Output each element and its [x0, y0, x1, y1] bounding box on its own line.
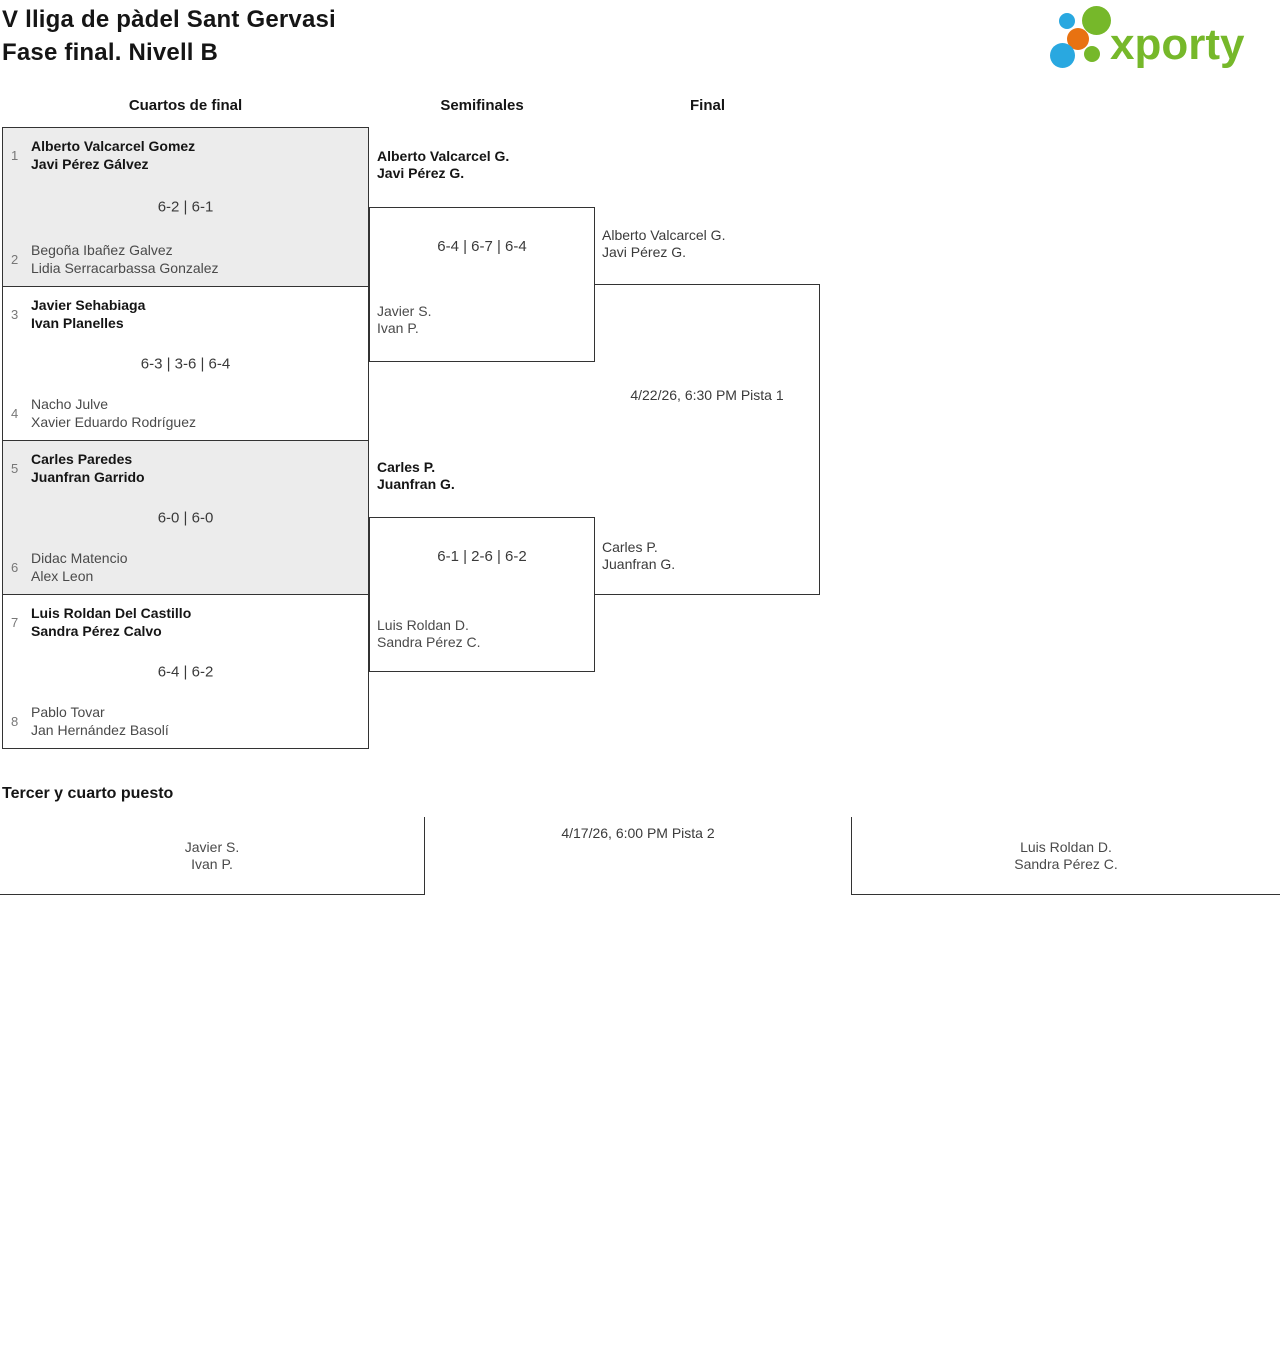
- player-name: Begoña Ibañez Galvez: [31, 242, 173, 258]
- player-name: Ivan P.: [191, 856, 233, 872]
- player-name: Luis Roldan Del Castillo: [31, 605, 192, 621]
- semifinal-match-2[interactable]: 6-1 | 2-6 | 6-2: [369, 517, 595, 672]
- qf4-team-bottom: Pablo Tovar Jan Hernández Basolí: [31, 703, 169, 739]
- qf4-score: 6-4 | 6-2: [157, 663, 214, 680]
- player-name: Sandra Pérez Calvo: [31, 623, 162, 639]
- qf1-team-top: Alberto Valcarcel Gomez Javi Pérez Gálve…: [31, 137, 195, 173]
- seed-number: 2: [11, 251, 19, 267]
- logo-blue-small-dot-icon: [1059, 13, 1075, 29]
- seed-number: 4: [11, 405, 19, 421]
- qf1-team-top-row: 1 Alberto Valcarcel Gomez Javi Pérez Gál…: [11, 137, 360, 173]
- column-header-semifinals: Semifinales: [440, 97, 524, 114]
- qf2-team-bottom-row: 4 Nacho Julve Xavier Eduardo Rodríguez: [11, 395, 360, 431]
- tournament-name: V lliga de pàdel Sant Gervasi: [2, 6, 336, 33]
- qf3-score: 6-0 | 6-0: [157, 509, 214, 526]
- qf2-score: 6-3 | 3-6 | 6-4: [140, 355, 231, 372]
- qf4-team-top-row: 7 Luis Roldan Del Castillo Sandra Pérez …: [11, 604, 360, 640]
- qf1-score: 6-2 | 6-1: [157, 198, 214, 216]
- qf4-team-top: Luis Roldan Del Castillo Sandra Pérez Ca…: [31, 604, 191, 640]
- qf1-team-bottom-row: 2 Begoña Ibañez Galvez Lidia Serracarbas…: [11, 241, 360, 277]
- qf1-team-bottom: Begoña Ibañez Galvez Lidia Serracarbassa…: [31, 241, 219, 277]
- qf3-team-bottom: Didac Matencio Alex Leon: [31, 549, 128, 585]
- player-name: Alberto Valcarcel Gomez: [31, 138, 196, 154]
- player-name: Xavier Eduardo Rodríguez: [31, 414, 196, 430]
- quarterfinal-match-2[interactable]: 3 Javier Sehabiaga Ivan Planelles 6-3 | …: [2, 286, 369, 441]
- column-header-final: Final: [689, 97, 725, 114]
- player-name: Javi Pérez Gálvez: [31, 156, 149, 172]
- player-name: Javier S.: [184, 839, 240, 855]
- column-header-quarterfinals: Cuartos de final: [128, 97, 243, 114]
- player-name: Javier S.: [377, 303, 432, 319]
- third-place-slot-right[interactable]: Luis Roldan D. Sandra Pérez C.: [851, 817, 1280, 895]
- quarterfinal-match-1[interactable]: 1 Alberto Valcarcel Gomez Javi Pérez Gál…: [2, 127, 369, 287]
- player-name: Alberto Valcarcel G.: [602, 227, 726, 243]
- seed-number: 7: [11, 614, 19, 630]
- seed-number: 8: [11, 713, 19, 729]
- player-name: Javi Pérez G.: [377, 165, 465, 181]
- player-name: Didac Matencio: [31, 550, 128, 566]
- player-name: Alberto Valcarcel G.: [377, 148, 510, 164]
- logo-green-large-dot-icon: [1082, 6, 1111, 35]
- logo-green-small-dot-icon: [1084, 46, 1100, 62]
- sf2-score: 6-1 | 2-6 | 6-2: [437, 548, 527, 565]
- quarterfinal-match-4[interactable]: 7 Luis Roldan Del Castillo Sandra Pérez …: [2, 594, 369, 749]
- player-name: Juanfran G.: [377, 476, 455, 492]
- qf4-team-bottom-row: 8 Pablo Tovar Jan Hernández Basolí: [11, 703, 360, 739]
- logo-wordmark: xporty: [1110, 20, 1245, 69]
- semifinal-match-1[interactable]: 6-4 | 6-7 | 6-4: [369, 207, 595, 362]
- sf1-team-bottom: Javier S. Ivan P.: [377, 303, 431, 337]
- player-name: Jan Hernández Basolí: [31, 722, 169, 738]
- player-name: Sandra Pérez C.: [377, 634, 481, 650]
- sf1-team-top: Alberto Valcarcel G. Javi Pérez G.: [377, 148, 509, 182]
- player-name: Javier Sehabiaga: [31, 297, 146, 313]
- sf2-team-bottom: Luis Roldan D. Sandra Pérez C.: [377, 617, 481, 651]
- player-name: Luis Roldan D.: [377, 617, 469, 633]
- seed-number: 6: [11, 559, 19, 575]
- third-place-heading: Tercer y cuarto puesto: [2, 785, 174, 802]
- final-schedule: 4/22/26, 6:30 PM Pista 1: [630, 387, 784, 403]
- player-name: Nacho Julve: [31, 396, 109, 412]
- phase-name: Fase final. Nivell B: [2, 39, 219, 66]
- seed-number: 1: [11, 147, 19, 163]
- qf3-team-bottom-row: 6 Didac Matencio Alex Leon: [11, 549, 360, 585]
- player-name: Carles Paredes: [31, 451, 133, 467]
- seed-number: 3: [11, 306, 19, 322]
- final-team-top: Alberto Valcarcel G. Javi Pérez G.: [602, 227, 725, 261]
- quarterfinal-match-3[interactable]: 5 Carles Paredes Juanfran Garrido 6-0 | …: [2, 440, 369, 595]
- seed-number: 5: [11, 460, 19, 476]
- qf2-team-top-row: 3 Javier Sehabiaga Ivan Planelles: [11, 296, 360, 332]
- third-place-slot-left[interactable]: Javier S. Ivan P.: [0, 817, 425, 895]
- player-name: Alex Leon: [31, 568, 94, 584]
- third-place-team-left: Javier S. Ivan P.: [0, 839, 424, 873]
- player-name: Javi Pérez G.: [602, 244, 687, 260]
- player-name: Ivan P.: [377, 320, 419, 336]
- player-name: Pablo Tovar: [31, 704, 105, 720]
- qf2-team-top: Javier Sehabiaga Ivan Planelles: [31, 296, 145, 332]
- third-place-team-right: Luis Roldan D. Sandra Pérez C.: [852, 839, 1280, 873]
- qf3-team-top: Carles Paredes Juanfran Garrido: [31, 450, 145, 486]
- logo-orange-dot-icon: [1067, 28, 1089, 50]
- page-title: V lliga de pàdel Sant Gervasi Fase final…: [2, 3, 336, 69]
- qf3-team-top-row: 5 Carles Paredes Juanfran Garrido: [11, 450, 360, 486]
- sf1-score: 6-4 | 6-7 | 6-4: [437, 238, 527, 255]
- sf2-team-top: Carles P. Juanfran G.: [377, 459, 455, 493]
- third-place-schedule: 4/17/26, 6:00 PM Pista 2: [561, 825, 715, 841]
- player-name: Juanfran Garrido: [31, 469, 145, 485]
- logo-blue-large-dot-icon: [1050, 43, 1075, 68]
- player-name: Carles P.: [602, 539, 658, 555]
- player-name: Ivan Planelles: [31, 315, 124, 331]
- final-match[interactable]: 4/22/26, 6:30 PM Pista 1: [595, 284, 820, 595]
- xporty-logo[interactable]: xporty: [1048, 5, 1280, 77]
- final-team-bottom: Carles P. Juanfran G.: [602, 539, 675, 573]
- player-name: Carles P.: [377, 459, 436, 475]
- player-name: Juanfran G.: [602, 556, 676, 572]
- player-name: Sandra Pérez C.: [1014, 856, 1118, 872]
- player-name: Lidia Serracarbassa Gonzalez: [31, 260, 219, 276]
- qf2-team-bottom: Nacho Julve Xavier Eduardo Rodríguez: [31, 395, 196, 431]
- player-name: Luis Roldan D.: [1020, 839, 1112, 855]
